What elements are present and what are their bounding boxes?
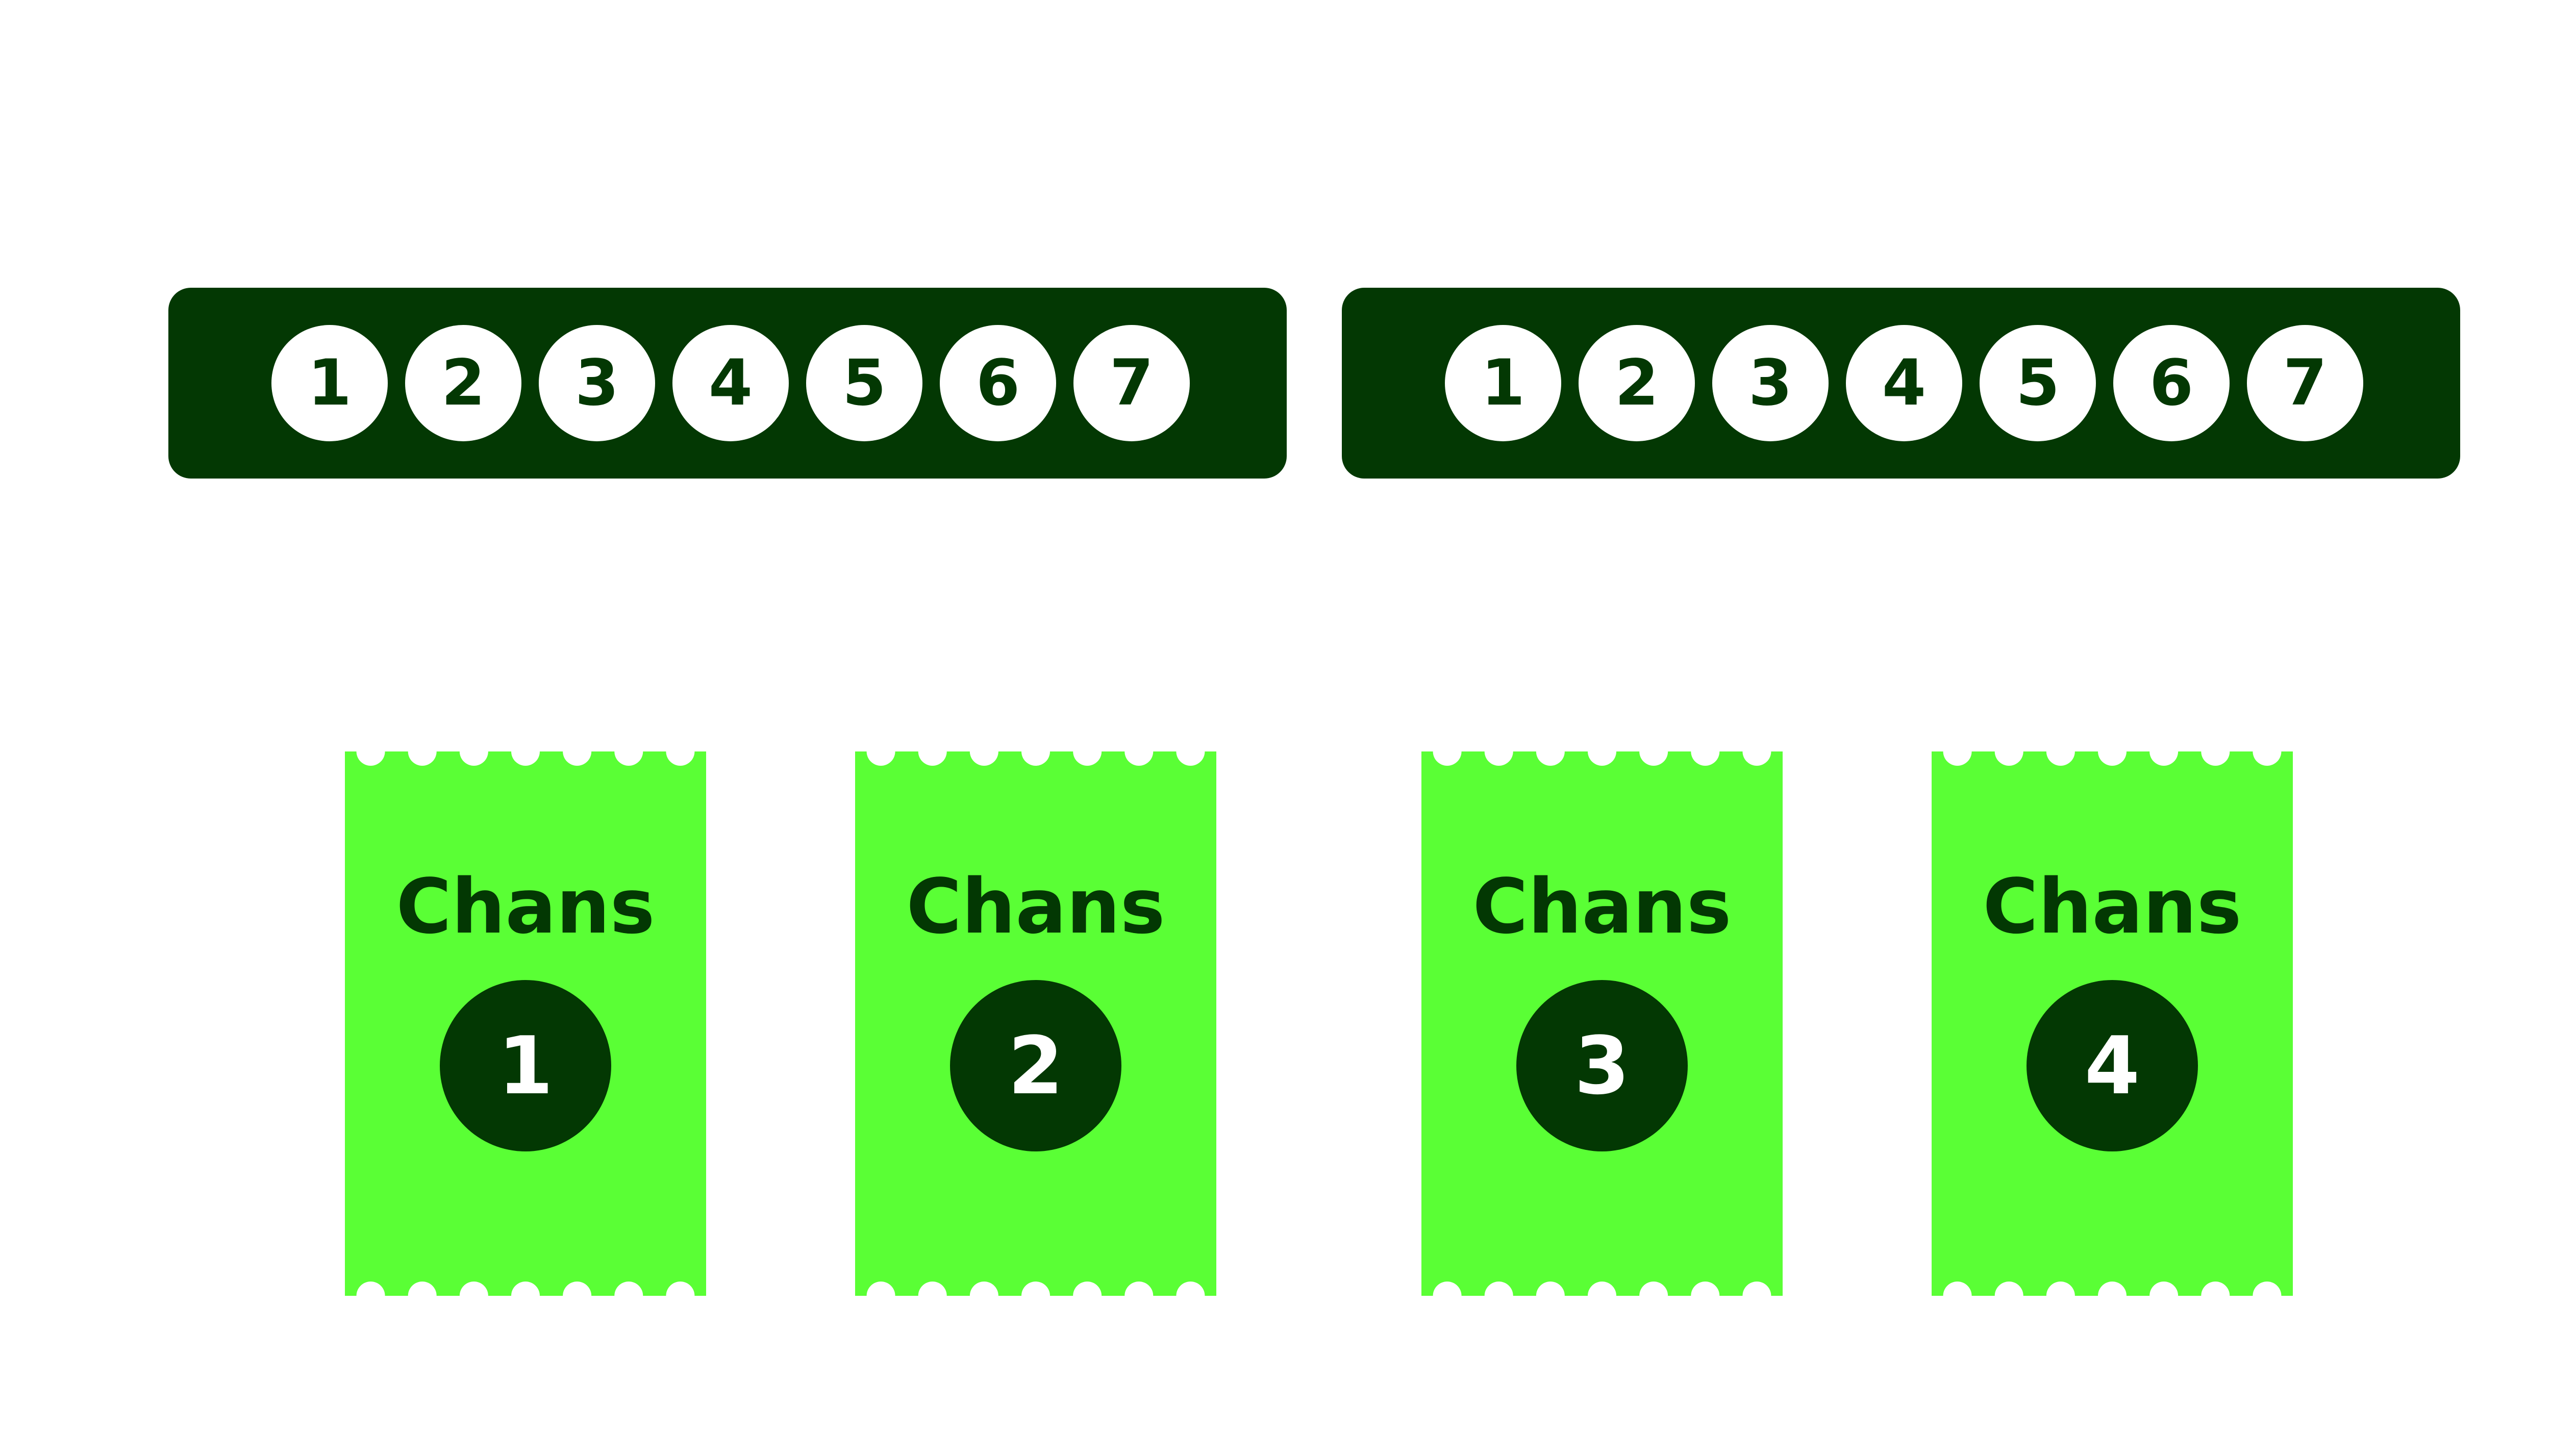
number-ball[interactable]: 7	[1073, 325, 1190, 441]
number-ball[interactable]: 1	[1445, 325, 1561, 441]
ticket-edge-shape	[855, 1279, 1216, 1296]
number-ball[interactable]: 4	[672, 325, 789, 441]
ticket-perforated-edge-bottom	[1421, 1279, 1783, 1296]
ticket-label: Chans	[1472, 863, 1732, 950]
ticket-label: Chans	[1983, 863, 2242, 950]
ticket-perforated-edge-top	[1932, 751, 2293, 768]
ticket-perforated-edge-bottom	[345, 1279, 706, 1296]
ticket-edge-shape	[345, 1279, 706, 1296]
chance-number: 4	[2027, 980, 2198, 1151]
number-ball[interactable]: 2	[1579, 325, 1695, 441]
ticket-perforated-edge-bottom	[855, 1279, 1216, 1296]
number-row-2: 1 2 3 4 5 6 7	[1342, 288, 2460, 479]
ticket-edge-shape	[855, 751, 1216, 768]
ticket-label: Chans	[396, 863, 655, 950]
ticket-edge-shape	[1932, 1279, 2293, 1296]
number-ball[interactable]: 4	[1846, 325, 1962, 441]
number-ball[interactable]: 5	[806, 325, 922, 441]
ticket-perforated-edge-top	[1421, 751, 1783, 768]
number-ball[interactable]: 3	[1712, 325, 1829, 441]
ticket-perforated-edge-top	[855, 751, 1216, 768]
chance-number: 1	[440, 980, 611, 1151]
number-ball[interactable]: 7	[2247, 325, 2363, 441]
ticket-perforated-edge-bottom	[1932, 1279, 2293, 1296]
chance-ticket-3[interactable]: Chans 3	[1421, 751, 1783, 1296]
number-ball[interactable]: 6	[940, 325, 1056, 441]
chance-number: 3	[1516, 980, 1688, 1151]
ticket-label: Chans	[906, 863, 1165, 950]
number-ball[interactable]: 6	[2113, 325, 2230, 441]
number-ball[interactable]: 3	[539, 325, 655, 441]
number-ball[interactable]: 1	[271, 325, 388, 441]
ticket-edge-shape	[345, 751, 706, 768]
ticket-perforated-edge-top	[345, 751, 706, 768]
chance-ticket-4[interactable]: Chans 4	[1932, 751, 2293, 1296]
number-row-1: 1 2 3 4 5 6 7	[168, 288, 1287, 479]
number-ball[interactable]: 2	[405, 325, 521, 441]
number-ball[interactable]: 5	[1980, 325, 2096, 441]
ticket-edge-shape	[1932, 751, 2293, 768]
chance-ticket-1[interactable]: Chans 1	[345, 751, 706, 1296]
ticket-edge-shape	[1421, 751, 1783, 768]
chance-number: 2	[950, 980, 1121, 1151]
chance-ticket-2[interactable]: Chans 2	[855, 751, 1216, 1296]
ticket-edge-shape	[1421, 1279, 1783, 1296]
